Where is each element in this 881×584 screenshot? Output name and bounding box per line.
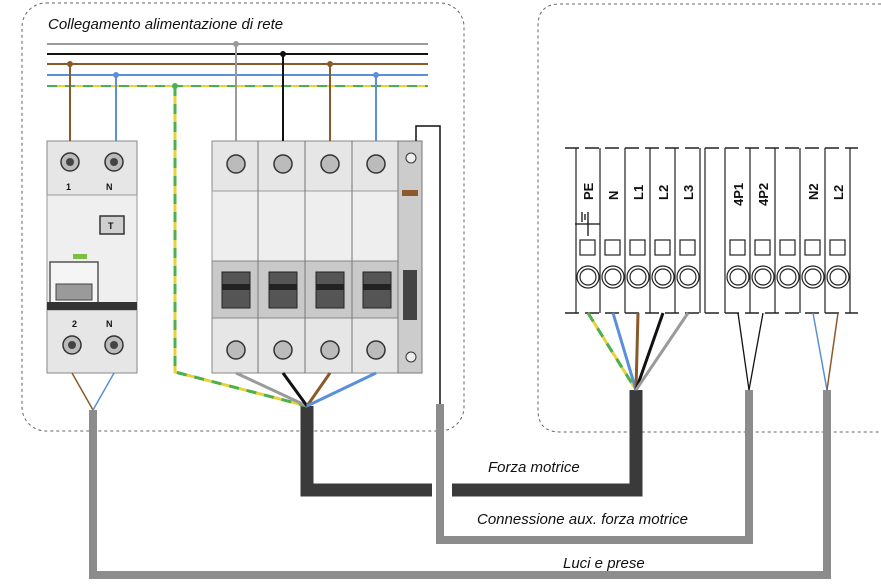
cable-forza-motrice-right [452,390,643,497]
forza-motrice-label: Forza motrice [488,459,580,476]
terminal-label-l1: L1 [631,185,646,200]
terminal-label-n2: N2 [806,183,821,200]
earth-symbol-icon [575,212,600,236]
mains-connection-label: Collegamento alimentazione di rete [48,16,283,33]
cable-aux-forza-motrice [436,390,753,544]
rcbo-fanout-wires [71,372,115,411]
four-pole-breaker [211,140,423,374]
mains-busbars [47,43,428,87]
cable-forza-motrice-left [300,406,432,497]
rcbo-term-1: 1 [66,182,71,192]
terminal-block: PE N L1 L2 L3 4P1 4P2 N2 L2 [565,147,858,314]
luci-e-prese-label: Luci e prese [563,555,645,572]
terminal-fanin-wires [586,312,839,391]
terminal-label-l2: L2 [656,185,671,200]
terminal-label-4p2: 4P2 [756,183,771,206]
cable-luci-e-prese [89,390,831,579]
distribution-board-enclosure [21,2,465,432]
terminal-label-4p1: 4P1 [731,183,746,206]
terminal-label-l3: L3 [681,185,696,200]
connessione-aux-label: Connessione aux. forza motrice [477,511,688,528]
rcbo-breaker: 1 N T 2 N [46,140,138,374]
terminal-box-enclosure [537,3,881,433]
busbar-drop-wires [67,41,441,408]
rcbo-term-n-top: N [106,182,113,192]
terminal-label-l2-lights: L2 [831,185,846,200]
breaker-fanout-wires [235,371,377,408]
terminal-label-n: N [606,191,621,200]
rcbo-term-2: 2 [72,319,77,329]
rcbo-term-n-bottom: N [106,319,113,329]
terminal-label-pe: PE [581,182,596,200]
rcbo-test-button: T [108,221,114,231]
